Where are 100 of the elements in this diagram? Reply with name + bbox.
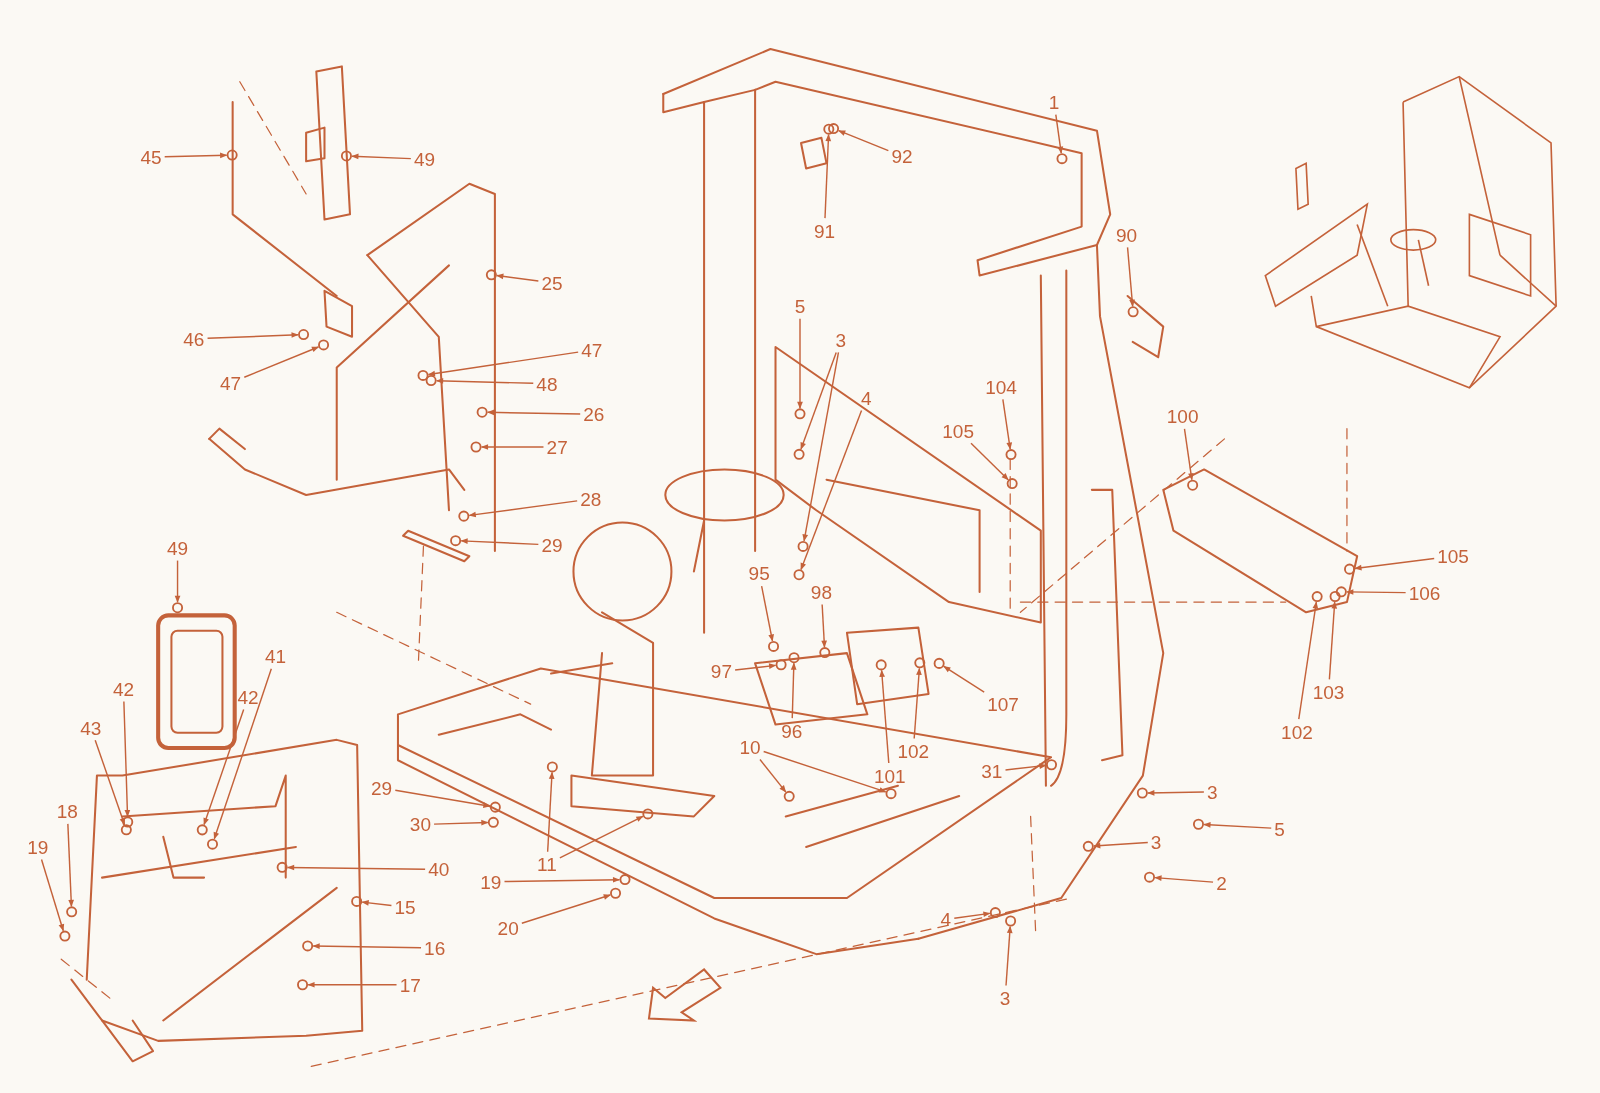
callout-number: 91 [813, 221, 836, 241]
callout-number: 3 [835, 330, 847, 350]
callout-number: 47 [581, 340, 603, 360]
callout-number: 3 [999, 988, 1011, 1008]
callout-number: 19 [27, 837, 49, 857]
leader-line [1002, 398, 1013, 450]
callout-number: 1 [1048, 92, 1060, 112]
fastener-part [823, 123, 835, 135]
callout-number: 27 [546, 437, 568, 457]
fastener-part [226, 149, 238, 161]
fastener-part [1192, 818, 1204, 830]
leader-line [800, 409, 863, 571]
callout-number: 29 [541, 535, 563, 555]
leader-line [468, 500, 578, 518]
fastener-part [66, 906, 78, 918]
leader-line [1126, 246, 1135, 307]
callout-number: 102 [897, 741, 930, 761]
fastener-part [458, 510, 470, 522]
callout-number: 10 [739, 737, 761, 757]
callout-number: 4 [940, 909, 952, 929]
callout-number: 45 [140, 147, 162, 167]
fastener-part [885, 788, 897, 800]
leader-line [503, 876, 621, 883]
leader-line [800, 351, 837, 450]
callout-number: 107 [987, 694, 1019, 714]
leader-line [307, 981, 398, 988]
fastener-part [489, 801, 501, 813]
callout-number: 103 [1312, 682, 1345, 702]
callout-number: 5 [794, 296, 806, 316]
callout-number: 92 [891, 146, 913, 166]
fastener-part [1144, 871, 1155, 883]
fastener-part [875, 659, 887, 671]
callout-number: 42 [112, 679, 135, 699]
leader-line [1147, 789, 1205, 796]
leader-line [970, 442, 1009, 481]
fastener-part [450, 535, 462, 547]
fastener-part [196, 824, 208, 836]
leader-line [838, 129, 890, 152]
leader-line [762, 750, 887, 793]
leader-line [427, 351, 579, 377]
fastener-part [1127, 306, 1139, 318]
fastener-part [318, 339, 330, 351]
fastener-part [610, 887, 622, 899]
callout-number: 3 [1150, 832, 1162, 852]
fastener-part [470, 441, 482, 453]
callout-number: 20 [497, 918, 519, 938]
leader-line [760, 585, 774, 642]
leader-line [1093, 841, 1149, 849]
leader-line [203, 708, 245, 826]
leader-line [1328, 601, 1338, 681]
fastener-part [1005, 449, 1017, 461]
fastener-part [797, 540, 809, 552]
leader-line [496, 273, 540, 282]
fastener-part [487, 816, 499, 828]
callout-number: 106 [1408, 583, 1441, 603]
leader-line [94, 739, 126, 826]
fastener-part [793, 448, 805, 460]
leader-line [1154, 875, 1214, 883]
fastener-part [417, 369, 429, 381]
callout-number: 42 [237, 687, 259, 707]
leader-line [174, 559, 181, 603]
callout-number: 100 [1166, 406, 1199, 426]
leader-line [734, 663, 777, 671]
fastener-part [425, 375, 437, 387]
fastener-part [476, 406, 488, 418]
callout-number: 49 [413, 149, 436, 169]
fastener-part [122, 816, 134, 828]
callout-number: 48 [536, 374, 558, 394]
leader-line [287, 864, 426, 871]
leader-line [559, 815, 644, 859]
fastener-part [768, 640, 780, 652]
fastener-part [302, 940, 314, 952]
callout-number: 15 [394, 897, 416, 917]
callout-number: 47 [220, 373, 242, 393]
leader-line [163, 152, 228, 159]
callout-number: 25 [541, 273, 563, 293]
fastener-part [1344, 563, 1356, 575]
callout-number: 104 [985, 377, 1017, 397]
leader-line [1346, 589, 1407, 595]
leader-line [394, 789, 491, 808]
callout-number: 5 [1274, 819, 1285, 839]
leader-line [436, 378, 534, 385]
callout-number: 16 [424, 938, 446, 958]
leader-line [67, 823, 74, 907]
leader-line [351, 153, 412, 160]
leader-line [1005, 925, 1013, 987]
fastener-part [172, 602, 184, 614]
leader-line [40, 858, 65, 932]
callout-number: 28 [580, 489, 602, 509]
fastener-part [485, 269, 497, 281]
leader-line [943, 665, 985, 693]
fastener-part [120, 824, 132, 836]
callout-number: 30 [409, 815, 431, 834]
leader-line [879, 669, 890, 764]
leader-line [243, 346, 320, 378]
callout-number: 90 [1115, 225, 1138, 245]
leader-line [1354, 557, 1435, 571]
fastener-part [828, 123, 840, 135]
fastener-part [340, 150, 352, 162]
callout-number: 3 [1206, 782, 1218, 802]
